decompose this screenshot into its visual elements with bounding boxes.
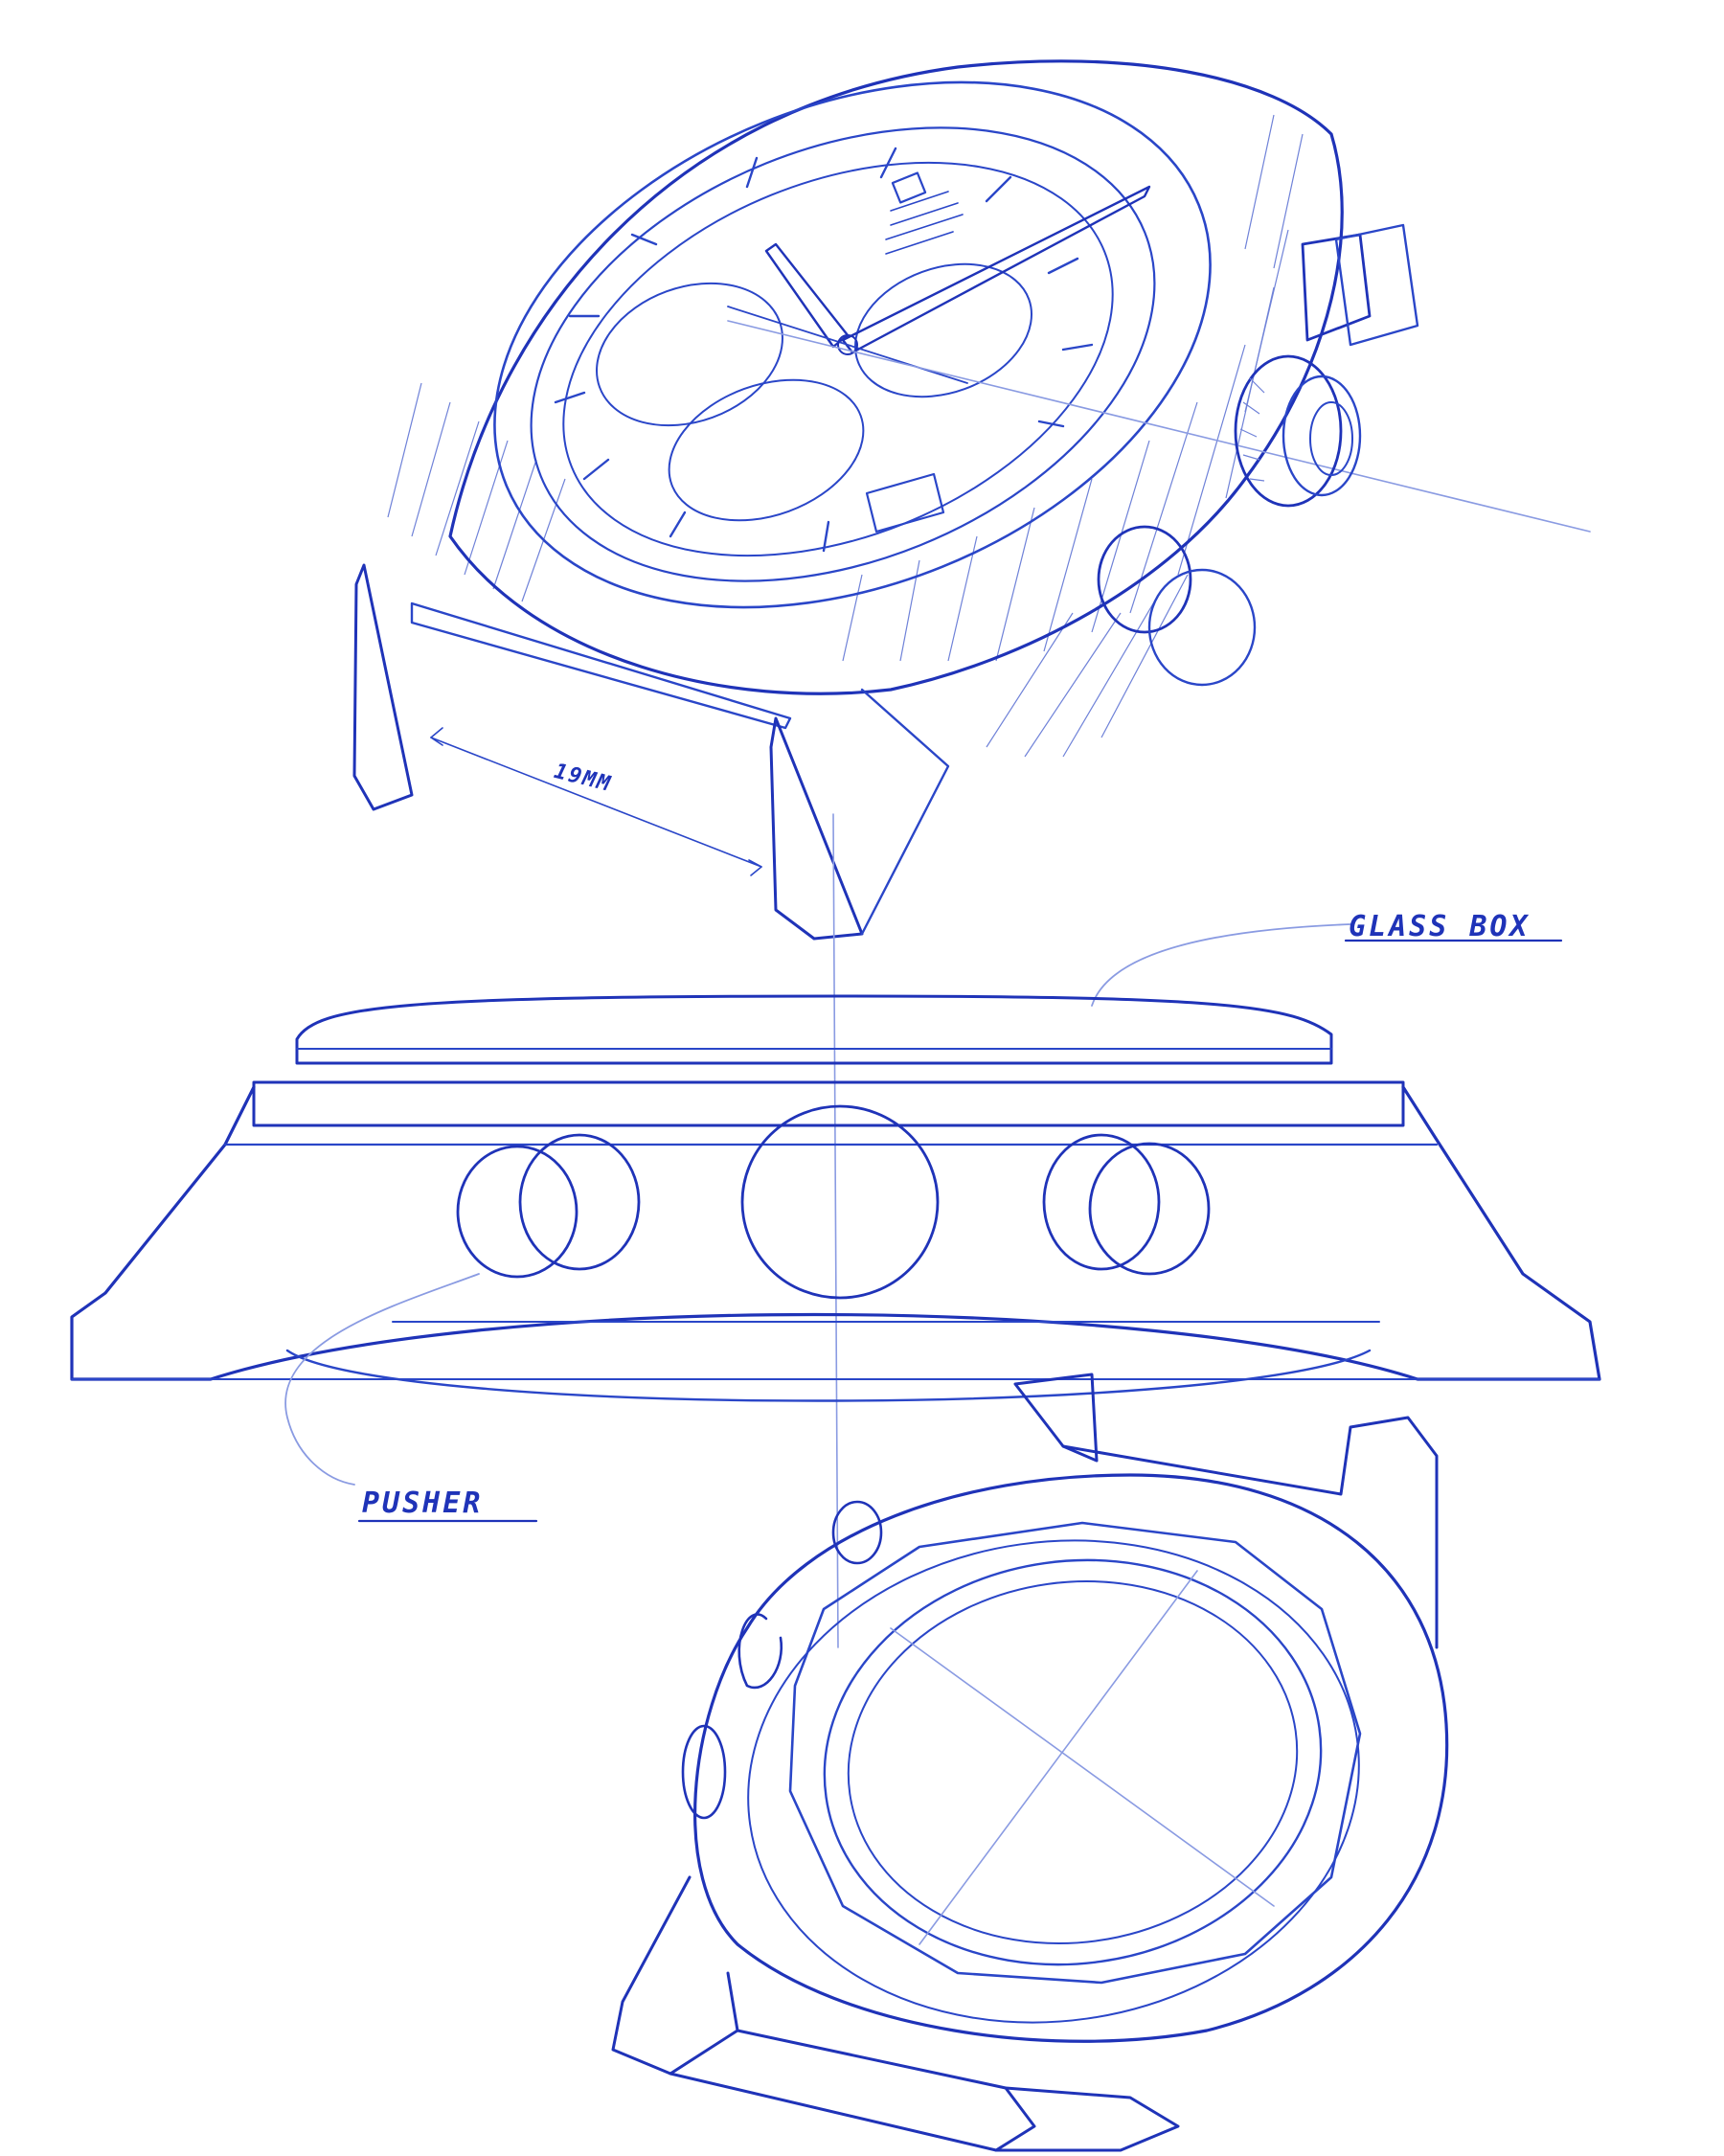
dimension-arrow-left	[430, 727, 443, 746]
back-pusher-top	[831, 1500, 883, 1565]
hour-markers	[554, 147, 1094, 553]
watch-perspective-view	[352, 59, 1591, 941]
upper-pusher-head	[1334, 223, 1419, 347]
construction-axis	[727, 320, 1591, 533]
crown-face	[1282, 374, 1362, 497]
upper-pusher	[1301, 223, 1419, 347]
back-crown	[737, 1613, 783, 1690]
pusher-left-head	[456, 1145, 578, 1279]
vertical-center-line	[832, 813, 839, 1648]
pusher-leader	[284, 1273, 480, 1486]
dial	[562, 161, 1114, 557]
pusher-right-collar	[1042, 1133, 1161, 1271]
minute-hand	[841, 185, 1151, 354]
pusher-label: PUSHER	[362, 1487, 484, 1520]
bezel-outer	[493, 80, 1212, 609]
crown-center	[1309, 401, 1353, 476]
watch-hands	[727, 185, 1151, 384]
lower-pusher-head	[1147, 568, 1257, 687]
pusher-left-side	[456, 1133, 641, 1279]
glass-crystal	[295, 994, 1333, 1065]
caseback-polygon	[788, 1521, 1362, 1985]
lug-bar	[410, 601, 792, 730]
bezel-band	[252, 1080, 1405, 1127]
glass-box-leader	[1091, 923, 1351, 1007]
caseback-outer-ring	[747, 1539, 1360, 2024]
right-lug	[769, 716, 864, 941]
caseback-axis-1	[890, 1627, 1275, 1907]
subdial-right	[854, 262, 1032, 398]
crown-side	[740, 1104, 940, 1300]
lugs-top-view	[352, 563, 950, 941]
dial-stripes	[885, 191, 964, 255]
marker-6	[865, 472, 945, 533]
marker-12	[891, 171, 927, 204]
caseback-outline	[693, 1473, 1449, 2043]
back-lug-bar-bottom	[669, 2029, 1036, 2152]
glass-box-label: GLASS BOX	[1349, 910, 1531, 943]
crown	[1234, 354, 1362, 508]
pusher-left-collar	[518, 1133, 641, 1271]
subdial-left	[596, 282, 783, 427]
caseback-axis-2	[919, 1570, 1198, 1945]
pusher-right-side	[1042, 1133, 1211, 1276]
lower-pusher-body	[1097, 525, 1192, 634]
dimension-arrow-right	[748, 859, 762, 876]
case-outline	[448, 59, 1344, 695]
left-lug	[352, 563, 414, 811]
caseback-curve	[285, 1349, 1372, 1402]
back-pusher-bottom	[681, 1724, 727, 1820]
caseback-center	[847, 1579, 1299, 1945]
caseback-ring	[823, 1558, 1323, 1966]
watch-caseback-view	[611, 1373, 1449, 2152]
bezel-inner	[530, 126, 1156, 582]
case-side-hatching	[387, 114, 1304, 758]
crown-body	[1234, 354, 1343, 508]
hand-pinion	[837, 334, 858, 355]
right-lug-facet	[860, 688, 950, 936]
back-lug-top-right	[1061, 1416, 1439, 1649]
back-lug-bottom-left	[611, 1875, 739, 2076]
subdial-bottom	[668, 378, 865, 522]
seconds-hand	[727, 306, 968, 384]
case-body-profile	[70, 1085, 1601, 1381]
back-lug-bottom-right	[994, 2086, 1180, 2152]
watch-side-view	[70, 923, 1601, 1523]
pusher-right-head	[1088, 1142, 1211, 1276]
dimension-line	[430, 737, 762, 868]
back-lug-top-left	[1013, 1373, 1099, 1463]
lower-pusher	[1097, 525, 1257, 687]
